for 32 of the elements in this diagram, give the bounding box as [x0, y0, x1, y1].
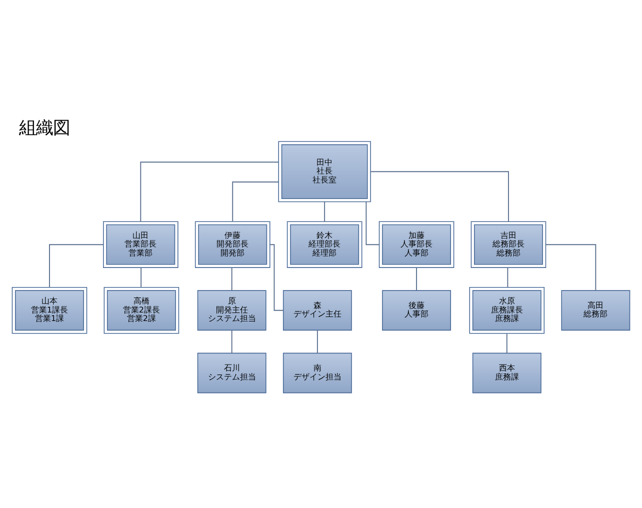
connector	[140, 266, 142, 288]
connector	[140, 161, 279, 222]
node-box: 加藤 人事部長 人事部	[378, 220, 454, 268]
connector	[324, 200, 326, 222]
node-box: 田中 社長 社長室	[278, 140, 371, 202]
connector	[49, 244, 104, 288]
connector	[231, 266, 232, 291]
connector	[231, 330, 232, 354]
node-box: 高田 総務部	[561, 290, 630, 330]
node-box: 高橋 営業2課長 営業2課	[104, 286, 180, 334]
node-box: 石川 システム担当	[197, 352, 266, 393]
connector	[507, 266, 508, 288]
connector	[546, 244, 596, 290]
node-box: 水原 庶務課長 庶務課	[469, 286, 545, 334]
connector	[506, 332, 508, 354]
node-box: 山田 営業部長 営業部	[103, 220, 178, 268]
connector	[416, 266, 417, 291]
node-box: 後藤 人事部	[382, 290, 451, 330]
connector	[316, 330, 318, 354]
node-box: 南 デザイン担当	[282, 352, 352, 393]
connector	[370, 170, 509, 222]
node-box: 原 開発主任 システム担当	[197, 290, 266, 330]
node-box: 山本 営業1課長 営業1課	[12, 286, 88, 334]
connector	[270, 244, 284, 310]
node-box: 伊藤 開発部長 開発部	[194, 220, 270, 268]
node-box: 鈴木 経理部長 経理部	[286, 220, 362, 268]
node-box: 吉田 総務部長 総務部	[470, 220, 546, 268]
connector	[232, 181, 280, 222]
diagram-title: 組織図	[19, 118, 70, 138]
connector	[366, 200, 380, 245]
node-box: 西本 庶務課	[472, 352, 542, 393]
node-box: 森 デザイン主任	[282, 290, 352, 330]
